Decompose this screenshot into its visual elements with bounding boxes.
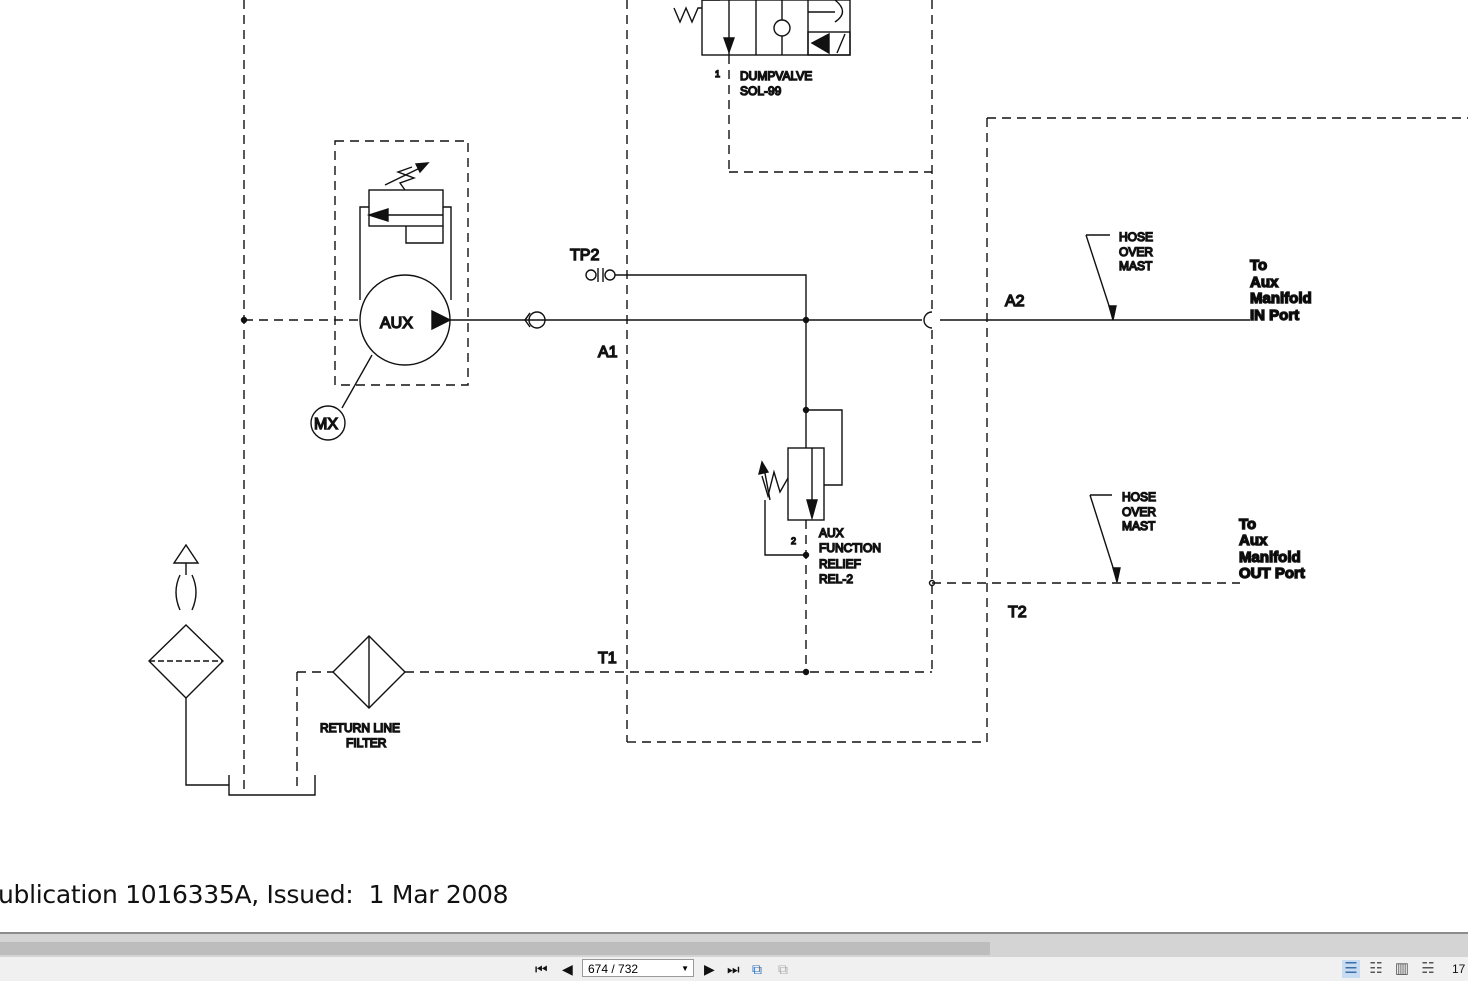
hydraulic-schematic: 1 DUMPVALVE SOL-99 AUX MX TP2 A1 A2 T1 T… (148, 0, 1468, 796)
svg-text:Aux: Aux (1239, 532, 1268, 549)
svg-text:REL-2: REL-2 (819, 572, 853, 586)
pump-label: AUX (380, 315, 413, 332)
svg-text:HOSE: HOSE (1122, 490, 1156, 504)
page-indicator: 674 / 732 (588, 962, 639, 976)
port-number: 1 (715, 69, 720, 79)
svg-text:HOSE: HOSE (1119, 230, 1153, 244)
zoom-level[interactable]: 17 (1452, 962, 1466, 976)
return-filter-label: RETURN LINE FILTER (319, 720, 400, 750)
continuous-view-icon[interactable]: ☷ (1369, 960, 1383, 977)
dumpvalve-symbol (673, 0, 851, 56)
svg-text:FILTER: FILTER (346, 736, 387, 750)
svg-text:OUT Port: OUT Port (1239, 565, 1305, 582)
t1-label: T1 (598, 650, 617, 667)
a2-label: A2 (1005, 293, 1025, 310)
svg-text:AUX: AUX (819, 526, 844, 540)
hose-marker-1 (1085, 234, 1114, 319)
t2-label: T2 (1008, 604, 1027, 621)
check-valve (524, 311, 546, 329)
svg-text:RELIEF: RELIEF (819, 557, 861, 571)
pdf-page: 1 DUMPVALVE SOL-99 AUX MX TP2 A1 A2 T1 T… (0, 0, 1468, 909)
page-selector[interactable]: 674 / 732 ▼ (582, 959, 694, 977)
svg-text:Manifold: Manifold (1250, 290, 1312, 307)
svg-text:MAST: MAST (1119, 259, 1153, 273)
scrollbar-thumb[interactable] (0, 942, 990, 955)
dumpvalve-id: SOL-99 (740, 84, 782, 98)
svg-text:Aux: Aux (1250, 274, 1279, 291)
continuous-facing-view-icon[interactable]: ☵ (1421, 960, 1435, 977)
to-aux-manifold-in: To Aux Manifold IN Port (1249, 256, 1312, 324)
svg-text:FUNCTION: FUNCTION (819, 541, 881, 555)
svg-text:To: To (1250, 257, 1267, 274)
tp2-label: TP2 (570, 247, 599, 264)
svg-text:IN Port: IN Port (1250, 307, 1299, 324)
previous-page-icon[interactable]: ◀ (562, 961, 573, 977)
hose-marker-2 (1089, 494, 1118, 581)
svg-text:OVER: OVER (1122, 505, 1156, 519)
svg-text:Manifold: Manifold (1239, 549, 1301, 566)
facing-view-icon[interactable]: ▥ (1394, 960, 1410, 977)
hose-over-mast-2: HOSE OVER MAST (1121, 489, 1157, 533)
relief-valve (758, 320, 843, 559)
previous-view-icon[interactable]: ⧉ (752, 961, 762, 977)
navigation-toolbar: ⏮ ◀ 674 / 732 ▼ ▶ ⏭ ⧉ ⧉ ☰ ☷ ▥ ☵ 17 (0, 957, 1468, 981)
svg-text:To: To (1239, 516, 1256, 533)
next-page-icon[interactable]: ▶ (704, 961, 715, 977)
tank (228, 775, 316, 796)
to-aux-manifold-out: To Aux Manifold OUT Port (1238, 515, 1305, 582)
breather-filter (148, 543, 229, 786)
aux-pump (310, 162, 452, 441)
last-page-icon[interactable]: ⏭ (727, 961, 740, 977)
relief-label: 2 AUX FUNCTION RELIEF REL-2 (790, 525, 881, 586)
return-line-filter (332, 635, 406, 709)
next-view-icon[interactable]: ⧉ (778, 961, 788, 977)
chevron-down-icon: ▼ (681, 964, 689, 973)
publication-footer: ublication 1016335A, Issued: 1 Mar 2008 (0, 880, 509, 909)
svg-text:RETURN LINE: RETURN LINE (320, 721, 400, 735)
svg-text:2: 2 (791, 536, 796, 546)
single-page-view-icon[interactable]: ☰ (1342, 960, 1360, 978)
tp2-test-port (585, 268, 807, 320)
dashed-lines (243, 0, 1468, 795)
svg-text:OVER: OVER (1119, 245, 1153, 259)
dumpvalve-label: DUMPVALVE (740, 69, 812, 83)
motor-label: MX (314, 416, 338, 433)
first-page-icon[interactable]: ⏮ (535, 961, 548, 977)
a1-label: A1 (598, 344, 618, 361)
svg-text:MAST: MAST (1122, 519, 1156, 533)
hose-over-mast-1: HOSE OVER MAST (1118, 229, 1154, 273)
horizontal-scrollbar[interactable] (0, 932, 1468, 957)
